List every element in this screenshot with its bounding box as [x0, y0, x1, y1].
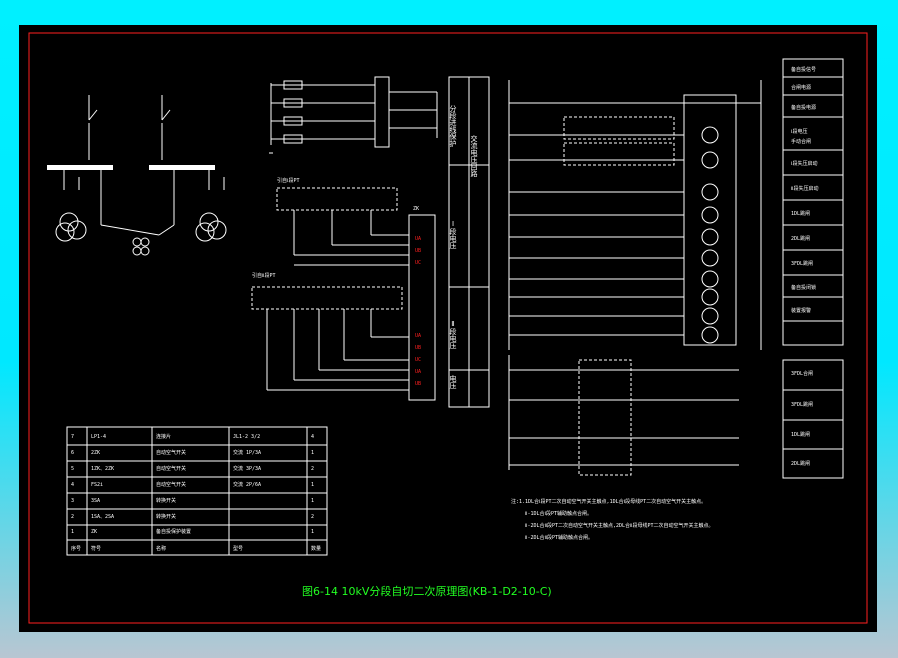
- right-label: 2DL跳闸: [791, 460, 810, 467]
- right-label: 手动合闸: [791, 138, 811, 145]
- table-cell: 2: [71, 514, 74, 520]
- bus-label-column: 分段进线保护 交流电压回路 Ⅰ段电压 Ⅱ段电压 电压: [448, 76, 490, 408]
- svg-text:UB: UB: [415, 248, 421, 254]
- table-cell: 4: [311, 434, 314, 440]
- table-cell: 自动空气开关: [156, 481, 186, 488]
- table-header-cell: 型号: [233, 545, 243, 552]
- note-line: Ⅱ-2DL合Ⅱ段PT辅助触点合闸。: [525, 534, 593, 541]
- table-header-cell: 序号: [71, 545, 81, 552]
- table-cell: 2: [311, 514, 314, 520]
- right-label: 备自投电源: [791, 104, 816, 111]
- right-label: Ⅰ段失压启动: [791, 160, 817, 167]
- zk-device-label: ZK: [413, 206, 419, 212]
- table-cell: 1: [311, 498, 314, 504]
- table-cell: 3: [71, 498, 74, 504]
- table-cell: 2: [311, 466, 314, 472]
- auto-transfer-device: [683, 94, 737, 346]
- table-cell: 自动空气开关: [156, 465, 186, 472]
- table-cell: 1SA、2SA: [91, 514, 114, 520]
- note-line: 注:1.1DL合Ⅰ段PT二次自动空气开关主触点,1DL合Ⅰ段母线PT二次自动空气…: [511, 498, 706, 505]
- ac-voltage-label: 交流电压回路: [470, 134, 478, 178]
- table-cell: 转换开关: [156, 497, 176, 504]
- control-rows: [509, 126, 719, 344]
- right-label: 3FDL跳闸: [791, 260, 813, 267]
- right-label: 装置报警: [791, 307, 811, 314]
- table-cell: 1: [311, 482, 314, 488]
- table-cell: 转换开关: [156, 513, 176, 520]
- right-label: 1DL跳闸: [791, 431, 810, 438]
- table-header-cell: 名称: [156, 545, 166, 552]
- right-label: 3FDL合闸: [791, 370, 813, 377]
- drawing-sheet: 引自Ⅰ段PT 引自Ⅱ段PT ZK UA UB UC UA UB UC UA UB: [19, 25, 877, 632]
- right-label: 3FDL跳闸: [791, 401, 813, 408]
- table-cell: 交流 1P/3A: [233, 449, 261, 456]
- table-cell: JL1-2 3/2: [233, 434, 260, 440]
- table-cell: 2ZK: [91, 450, 100, 456]
- table-cell: 备自投保护装置: [156, 528, 191, 535]
- right-label: 1DL跳闸: [791, 210, 810, 217]
- table-cell: 5: [71, 466, 74, 472]
- table-cell: 7: [71, 434, 74, 440]
- right-label: 2DL跳闸: [791, 235, 810, 242]
- pt-input-bus1: 引自Ⅰ段PT: [276, 177, 409, 266]
- table-cell: 自动空气开关: [156, 449, 186, 456]
- table-header-cell: 数量: [311, 545, 321, 552]
- bus-section-2: [149, 165, 215, 170]
- table-cell: 1ZK、2ZK: [91, 466, 114, 472]
- svg-text:UA: UA: [415, 369, 421, 375]
- pt-switch-block: [269, 76, 438, 154]
- right-label: Ⅰ段电压: [791, 128, 807, 135]
- table-cell: 交流 3P/3A: [233, 465, 261, 472]
- incoming2-label: 引自Ⅱ段PT: [252, 272, 275, 279]
- schematic-drawing: 引自Ⅰ段PT 引自Ⅱ段PT ZK UA UB UC UA UB UC UA UB: [28, 32, 868, 624]
- table-header-cell: 符号: [91, 545, 101, 552]
- tie-supply-label: 分段进线保护: [449, 104, 457, 148]
- pt-input-bus2: 引自Ⅱ段PT: [251, 272, 409, 391]
- right-label: 合闸电源: [791, 84, 811, 91]
- zk-device: [408, 214, 436, 401]
- note-line: Ⅱ-2DL合Ⅱ段PT二次自动空气开关主触点,2DL合Ⅱ段母线PT二次自动空气开关…: [525, 522, 714, 529]
- right-label: Ⅱ段失压启动: [791, 185, 818, 192]
- table-cell: 3SA: [91, 498, 100, 504]
- table-cell: LP1-4: [91, 434, 106, 440]
- table-cell: 6: [71, 450, 74, 456]
- svg-text:UB: UB: [415, 381, 421, 387]
- bus-section-1: [47, 165, 113, 170]
- right-label: 备自投信号: [791, 66, 816, 73]
- table-cell: 1: [311, 450, 314, 456]
- voltage-label: 电压: [449, 374, 457, 390]
- table-cell: 1: [311, 529, 314, 535]
- table-cell: ZK: [91, 529, 97, 535]
- figure-caption: 图6-14 10kV分段自切二次原理图(KB-1-D2-10-C): [302, 584, 552, 598]
- table-cell: 连接片: [156, 433, 171, 440]
- bus2-voltage-label: Ⅱ段电压: [449, 320, 457, 350]
- table-cell: 交流 2P/6A: [233, 481, 261, 488]
- svg-text:UA: UA: [415, 236, 421, 242]
- trip-close-circuit: 3FDL合闸 3FDL跳闸 1DL跳闸 2DL跳闸: [508, 355, 844, 479]
- table-cell: 4: [71, 482, 74, 488]
- svg-text:UB: UB: [415, 345, 421, 351]
- drawing-frame: [28, 32, 868, 624]
- svg-text:UC: UC: [415, 260, 421, 266]
- zk-terminals: UA UB UC UA UB UC UA UB: [415, 236, 421, 387]
- primary-one-line: [47, 95, 227, 256]
- svg-text:UA: UA: [415, 333, 421, 339]
- incoming1-label: 引自Ⅰ段PT: [277, 177, 300, 184]
- bus1-voltage-label: Ⅰ段电压: [449, 220, 457, 250]
- note-line: Ⅱ-1DL合Ⅰ段PT辅助触点合闸。: [525, 510, 592, 517]
- right-label: 备自投闭锁: [791, 284, 816, 291]
- notes: 注:1.1DL合Ⅰ段PT二次自动空气开关主触点,1DL合Ⅰ段母线PT二次自动空气…: [511, 498, 714, 541]
- svg-text:UC: UC: [415, 357, 421, 363]
- table-cell: 1: [71, 529, 74, 535]
- table-cell: FS2i: [91, 482, 103, 488]
- right-label-column-top: 备自投信号 合闸电源 备自投电源 Ⅰ段电压 手动合闸 Ⅰ段失压启动 Ⅱ段失压启动…: [782, 58, 844, 346]
